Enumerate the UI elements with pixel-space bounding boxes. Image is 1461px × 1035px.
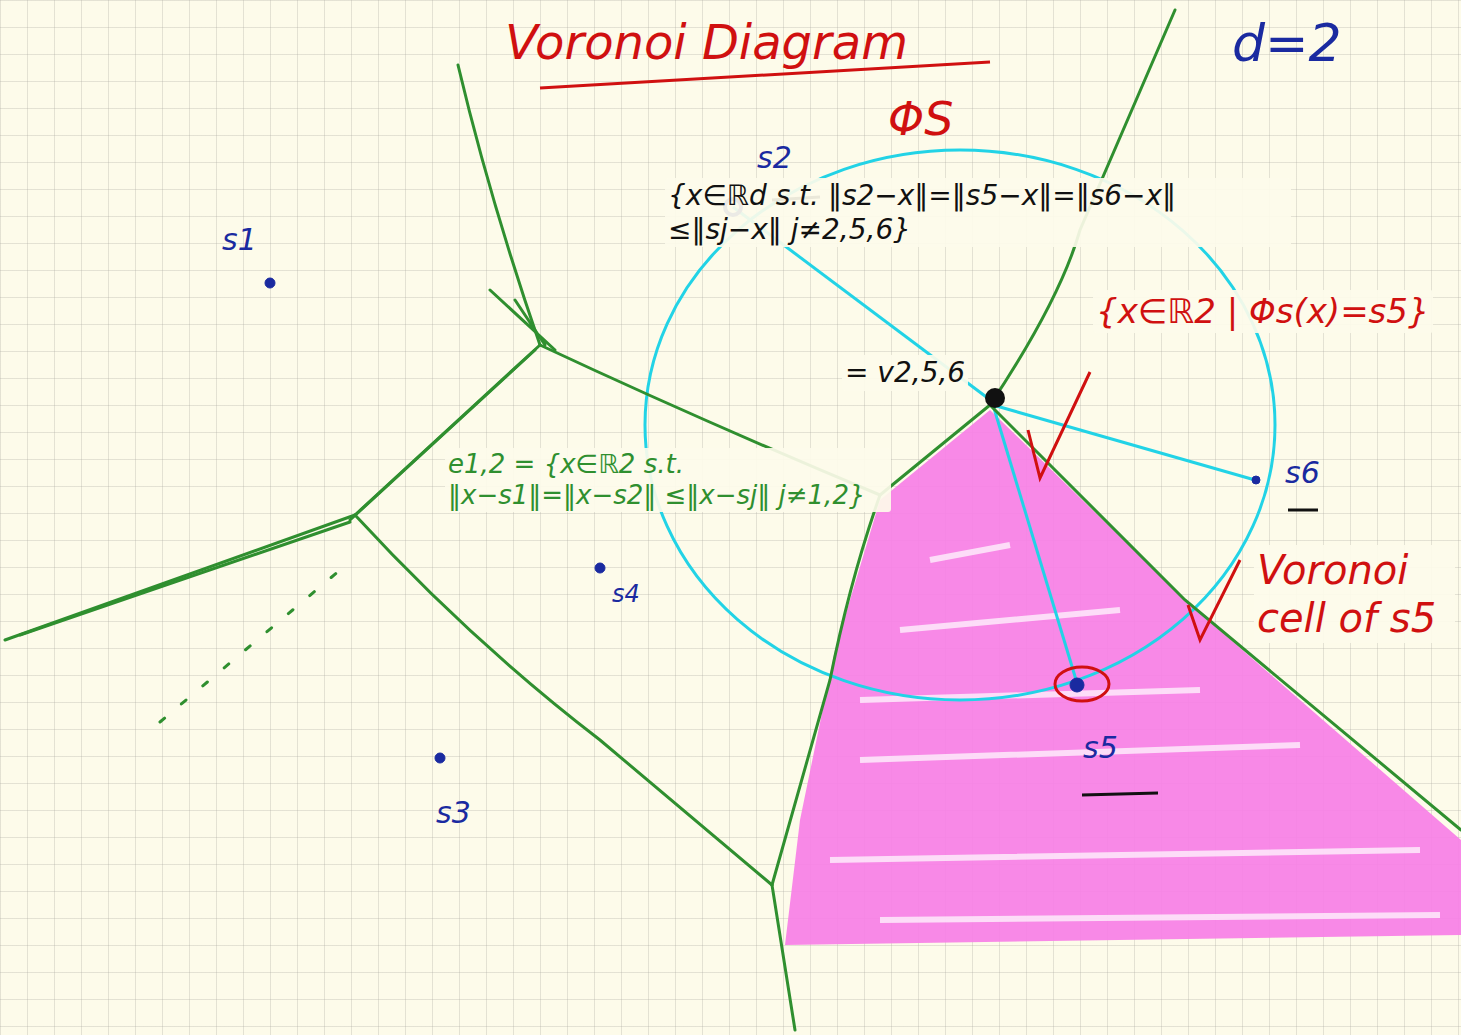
- voronoi-vertex: [985, 388, 1005, 408]
- site-label: s1: [222, 222, 257, 258]
- note-label: d=2: [1232, 12, 1342, 74]
- diagram-title: Voronoi Diagram: [505, 14, 908, 72]
- site-label: s2: [757, 140, 792, 176]
- site-label: s3: [436, 795, 471, 831]
- site-label: s4: [612, 580, 640, 609]
- site-label: s6: [1285, 455, 1320, 491]
- voronoi-edge: [5, 10, 1461, 1030]
- math-annotation: {x∈ℝ2 | Φs(x)=s5}: [1093, 290, 1433, 333]
- radius-line: [733, 207, 1255, 683]
- note-label: ΦS: [888, 92, 953, 147]
- math-annotation: = v2,5,6: [842, 355, 968, 391]
- site-point: [265, 199, 1260, 763]
- check-mark: [1028, 372, 1090, 478]
- site-label: s5: [1083, 730, 1118, 766]
- check-mark: [1188, 560, 1240, 640]
- math-annotation: Voronoi cell of s5: [1254, 545, 1455, 643]
- math-annotation: e1,2 = {x∈ℝ2 s.t. ‖x−s1‖=‖x−s2‖ ≤‖x−sj‖ …: [445, 448, 891, 512]
- site-highlight: [1055, 667, 1109, 701]
- math-annotation: {x∈ℝd s.t. ‖s2−x‖=‖s5−x‖=‖s6−x‖ ≤‖sj−x‖ …: [665, 178, 1291, 247]
